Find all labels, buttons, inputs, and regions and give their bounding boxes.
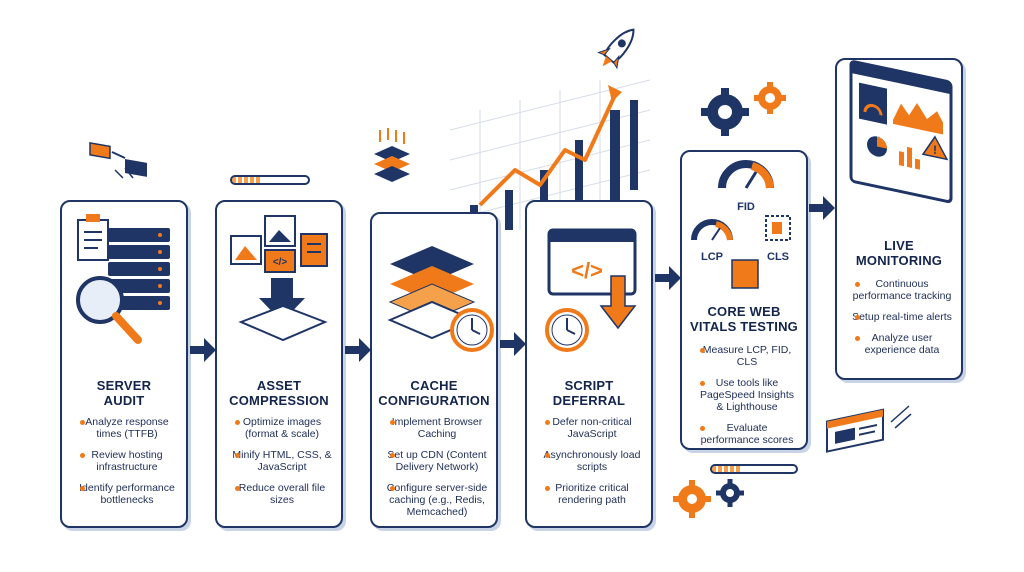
bullet-list: Continuous performance tracking Setup re…	[847, 278, 953, 365]
flow-arrow-icon	[190, 338, 216, 362]
list-item: Optimize images (format & scale)	[227, 416, 333, 440]
browser-window-icon	[826, 405, 912, 453]
list-item: Review hosting infrastructure	[72, 449, 178, 473]
code-symbol-icon: </>	[273, 257, 288, 268]
monitoring-dashboard-icon: !	[849, 60, 953, 204]
bullet-list: Implement Browser Caching Set up CDN (Co…	[382, 416, 488, 527]
list-item: Prioritize critical rendering path	[537, 482, 643, 506]
flow-arrow-icon	[345, 338, 371, 362]
asset-compression-icon: </>	[230, 215, 328, 342]
web-vitals-gauges-icon: FID LCP CLS	[691, 160, 791, 289]
flow-arrow-icon	[809, 196, 835, 220]
bullet-list: Defer non-critical JavaScript Asynchrono…	[537, 416, 643, 515]
list-item: Use tools like PageSpeed Insights & Ligh…	[692, 377, 798, 413]
card-title: SCRIPT DEFERRAL	[552, 378, 626, 408]
gears-icon	[701, 82, 786, 136]
list-item: Evaluate performance scores	[692, 422, 798, 446]
card-title: ASSET COMPRESSION	[229, 378, 329, 408]
cls-label: CLS	[767, 251, 789, 263]
step-card-server-audit: SERVER AUDIT Analyze response times (TTF…	[60, 200, 188, 528]
step-card-cache-configuration: CACHE CONFIGURATION Implement Browser Ca…	[370, 212, 498, 528]
gears-icon	[673, 479, 744, 518]
code-symbol-icon: </>	[571, 258, 603, 283]
list-item: Configure server-side caching (e.g., Red…	[382, 482, 488, 518]
list-item: Implement Browser Caching	[382, 416, 488, 440]
step-card-asset-compression: </> ASSET COMPRESSION Optimize images (f…	[215, 200, 343, 528]
rocket-icon	[597, 28, 635, 70]
card-title: CACHE CONFIGURATION	[378, 378, 490, 408]
list-item: Measure LCP, FID, CLS	[692, 344, 798, 368]
card-title: CORE WEB VITALS TESTING	[689, 304, 798, 334]
list-item: Continuous performance tracking	[847, 278, 953, 302]
fid-label: FID	[737, 201, 755, 213]
flow-arrow-icon	[500, 332, 526, 356]
list-item: Reduce overall file sizes	[227, 482, 333, 506]
card-title: SERVER AUDIT	[96, 378, 152, 408]
progress-bar-decoration	[230, 175, 310, 185]
server-audit-icon	[76, 214, 170, 344]
list-item: Analyze response times (TTFB)	[72, 416, 178, 440]
list-item: Set up CDN (Content Delivery Network)	[382, 449, 488, 473]
plug-connector-icon	[89, 141, 147, 179]
flow-arrow-icon	[655, 266, 681, 290]
progress-bar-decoration	[710, 464, 798, 474]
step-card-live-monitoring: ! LIVE MONITORING Continuous performance…	[835, 58, 963, 380]
list-item: Asynchronously load scripts	[537, 449, 643, 473]
database-layers-icon	[374, 128, 410, 182]
script-deferral-icon: </>	[545, 228, 637, 352]
step-card-script-deferral: </> SCRIPT DEFERRAL Defer non-critical J…	[525, 200, 653, 528]
svg-text:!: !	[933, 143, 937, 158]
step-card-core-web-vitals: FID LCP CLS CORE WEB VITALS TESTING Meas…	[680, 150, 808, 450]
list-item: Identify performance bottlenecks	[72, 482, 178, 506]
cache-layers-clock-icon	[387, 246, 494, 352]
list-item: Minify HTML, CSS, & JavaScript	[227, 449, 333, 473]
bullet-list: Optimize images (format & scale) Minify …	[227, 416, 333, 515]
bullet-list: Analyze response times (TTFB) Review hos…	[72, 416, 178, 515]
bullet-list: Measure LCP, FID, CLS Use tools like Pag…	[692, 344, 798, 455]
lcp-label: LCP	[701, 251, 723, 263]
list-item: Analyze user experience data	[847, 332, 953, 356]
card-title: LIVE MONITORING	[855, 238, 943, 268]
list-item: Setup real-time alerts	[847, 311, 953, 323]
list-item: Defer non-critical JavaScript	[537, 416, 643, 440]
